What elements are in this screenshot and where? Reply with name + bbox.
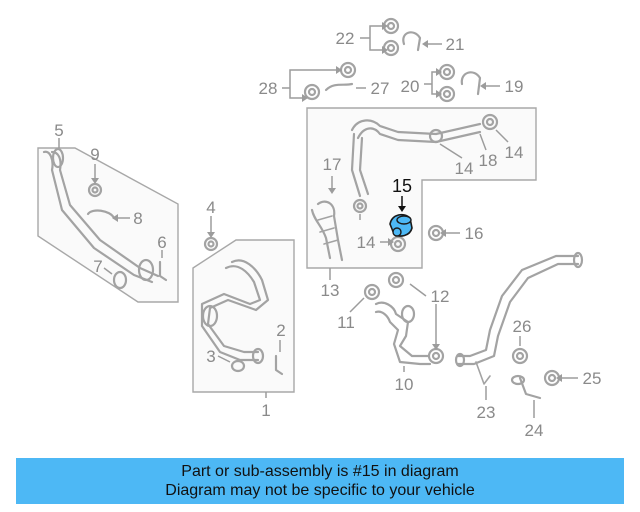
clamp-12-a (387, 271, 405, 289)
callout-23: 23 (477, 403, 496, 422)
group-box-13 (306, 107, 537, 269)
callout-14-top: 14 (455, 159, 474, 178)
callout-27: 27 (371, 79, 390, 98)
clamp-20-bottom (438, 85, 456, 103)
clamp-14-b (481, 113, 499, 131)
o-ring-7 (112, 270, 128, 290)
callout-28: 28 (259, 79, 278, 98)
hose-18 (350, 119, 482, 198)
clamp-4 (203, 236, 219, 252)
coolant-pipe-23 (454, 251, 584, 385)
clip-6 (158, 260, 168, 282)
clip-2 (274, 354, 284, 376)
clamp-28 (303, 83, 321, 101)
hose-8 (86, 209, 116, 220)
callout-6: 6 (157, 233, 166, 252)
callout-26: 26 (513, 317, 532, 336)
hose-17 (310, 200, 344, 262)
clamp-14-a (428, 128, 444, 144)
callout-19: 19 (505, 77, 524, 96)
callout-11: 11 (337, 313, 355, 332)
callout-10: 10 (395, 375, 414, 394)
exploded-parts-diagram: 1 2 3 4 5 6 7 8 9 10 11 12 13 14 14 14 1… (37, 17, 601, 440)
callout-24: 24 (525, 421, 544, 440)
callout-21: 21 (446, 35, 465, 54)
clamp-20-top (438, 63, 456, 81)
highlighted-part-15 (389, 213, 413, 237)
callout-9: 9 (90, 145, 99, 164)
hose-10 (374, 301, 432, 366)
callout-3: 3 (206, 347, 215, 366)
callout-7: 7 (93, 257, 102, 276)
callout-20: 20 (401, 77, 420, 96)
callout-18: 18 (479, 151, 498, 170)
group-box-5 (37, 147, 179, 303)
hose-21 (402, 31, 422, 52)
hose-27 (324, 82, 354, 92)
coolant-pipe-5 (42, 147, 160, 284)
callout-8: 8 (133, 209, 142, 228)
callout-25: 25 (583, 369, 602, 388)
clamp-14-c (352, 198, 368, 214)
callout-15-highlighted: 15 (392, 176, 412, 196)
callout-5: 5 (54, 121, 63, 140)
banner-line-part-reference: Part or sub-assembly is #15 in diagram (181, 463, 459, 480)
banner-line-disclaimer: Diagram may not be specific to your vehi… (165, 482, 475, 499)
callout-2: 2 (276, 321, 285, 340)
coolant-pipe-1 (200, 259, 270, 365)
clamp-12-b (427, 347, 445, 365)
elbow-24 (510, 374, 542, 400)
info-banner: Part or sub-assembly is #15 in diagram D… (16, 458, 624, 504)
hose-19 (460, 71, 482, 96)
group-box-1 (192, 239, 295, 393)
callout-22: 22 (336, 29, 355, 48)
o-ring-3 (230, 359, 246, 373)
callout-14-lower: 14 (357, 233, 376, 252)
callout-13: 13 (321, 281, 340, 300)
clamp-11 (363, 283, 381, 301)
callout-numbers: 1 2 3 4 5 6 7 8 9 10 11 12 13 14 14 14 1… (54, 29, 601, 440)
callout-12: 12 (431, 287, 450, 306)
sensor-26 (511, 347, 529, 365)
callout-17: 17 (323, 155, 342, 174)
callout-16: 16 (465, 224, 484, 243)
leader-lines (58, 22, 578, 418)
callout-4: 4 (206, 198, 215, 217)
clamp-22-bottom (382, 39, 400, 57)
clamp-27 (339, 61, 357, 79)
callout-14-right: 14 (505, 143, 524, 162)
callout-1: 1 (261, 401, 270, 420)
